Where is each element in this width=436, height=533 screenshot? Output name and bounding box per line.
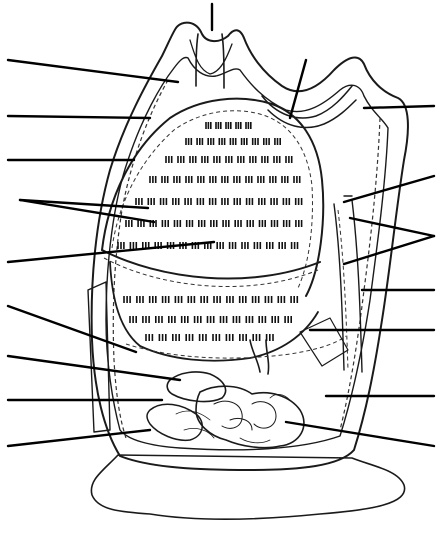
pharyngeal-basket-equator <box>102 250 320 279</box>
attachment-base <box>91 455 404 519</box>
leader-lines <box>8 4 434 446</box>
leader-line <box>364 106 434 108</box>
endostyle <box>334 196 362 372</box>
pharyngeal-basket-dome <box>102 99 323 296</box>
leader-line <box>8 242 214 262</box>
oral-siphon <box>196 34 224 88</box>
leader-line <box>344 176 434 202</box>
leader-line <box>350 218 434 236</box>
leader-line <box>344 236 434 264</box>
atrial-siphon <box>262 86 356 128</box>
gonad <box>147 404 202 440</box>
heart-region <box>300 318 348 366</box>
leader-line <box>8 306 136 352</box>
intestine-coils <box>214 401 276 430</box>
leader-line <box>8 430 150 446</box>
gill-slits <box>118 122 302 341</box>
leader-line <box>290 60 306 118</box>
leader-line <box>8 116 150 118</box>
intestine <box>196 386 304 447</box>
pharyngeal-basket-lower <box>110 262 318 361</box>
